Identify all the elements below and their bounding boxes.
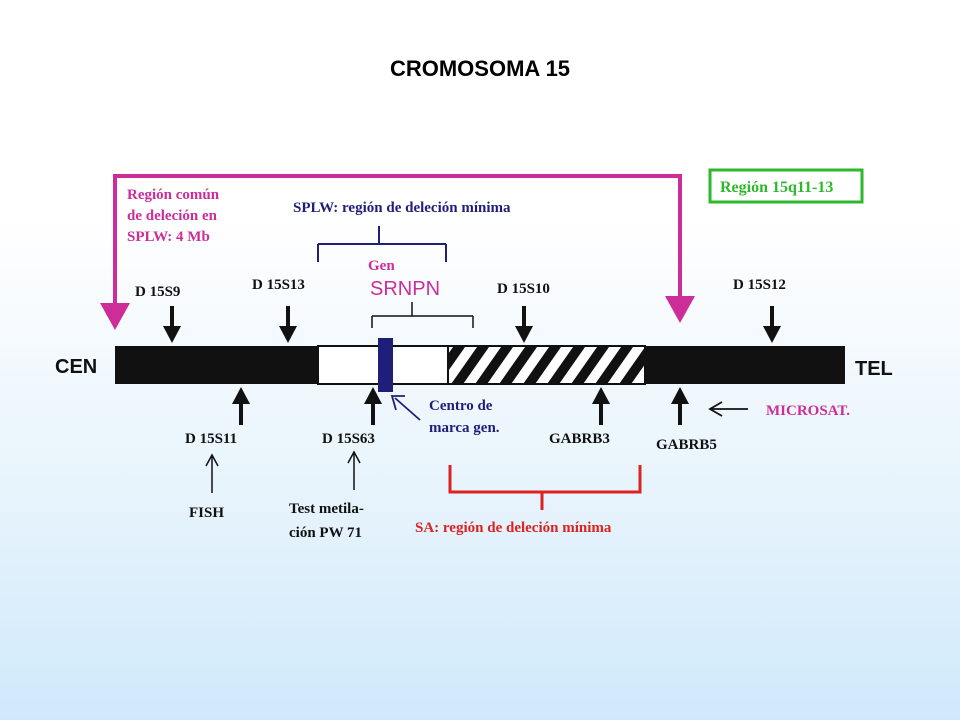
splw-bracket bbox=[317, 226, 447, 262]
sa-label: SA: región de deleción mínima bbox=[415, 520, 612, 536]
srnpn-label: SRNPN bbox=[370, 278, 440, 300]
cen-label: CEN bbox=[55, 356, 97, 378]
microsat-arrow bbox=[708, 401, 748, 417]
fish-arrow bbox=[205, 453, 219, 493]
marker-top-d15s12: D 15S12 bbox=[733, 277, 786, 293]
region-15q-box: Región 15q11-13 bbox=[708, 168, 864, 204]
centro-arrow bbox=[390, 395, 421, 421]
bottom-marker-arrows bbox=[232, 387, 689, 425]
marker-bottom-gabrb3: GABRB3 bbox=[549, 431, 610, 447]
microsat-label: MICROSAT. bbox=[766, 403, 850, 419]
fish-label: FISH bbox=[189, 505, 224, 521]
imprinting-center-block bbox=[378, 338, 393, 392]
centro-label: Centro de marca gen. bbox=[429, 398, 500, 436]
sa-bracket bbox=[448, 465, 642, 510]
top-marker-arrows bbox=[163, 306, 781, 343]
gen-label: Gen bbox=[368, 258, 395, 274]
test-arrow bbox=[347, 450, 361, 490]
marker-top-d15s9: D 15S9 bbox=[135, 284, 180, 300]
marker-top-d15s13: D 15S13 bbox=[252, 277, 305, 293]
marker-bottom-d15s11: D 15S11 bbox=[185, 431, 237, 447]
chromosome-bar bbox=[115, 338, 845, 392]
srnpn-bracket bbox=[371, 302, 474, 328]
region-common-label: Región común de deleción en SPLW: 4 Mb bbox=[127, 187, 223, 245]
marker-bottom-d15s63: D 15S63 bbox=[322, 431, 375, 447]
tel-label: TEL bbox=[855, 358, 893, 380]
common-deletion-bracket bbox=[100, 174, 695, 330]
splw-label: SPLW: región de deleción mínima bbox=[293, 200, 511, 216]
marker-bottom-gabrb5: GABRB5 bbox=[656, 437, 717, 453]
svg-text:Región 15q11-13: Región 15q11-13 bbox=[720, 179, 833, 196]
test-label: Test metila- ción PW 71 bbox=[289, 501, 368, 541]
page-title: CROMOSOMA 15 bbox=[389, 56, 571, 81]
marker-top-d15s10: D 15S10 bbox=[497, 281, 550, 297]
